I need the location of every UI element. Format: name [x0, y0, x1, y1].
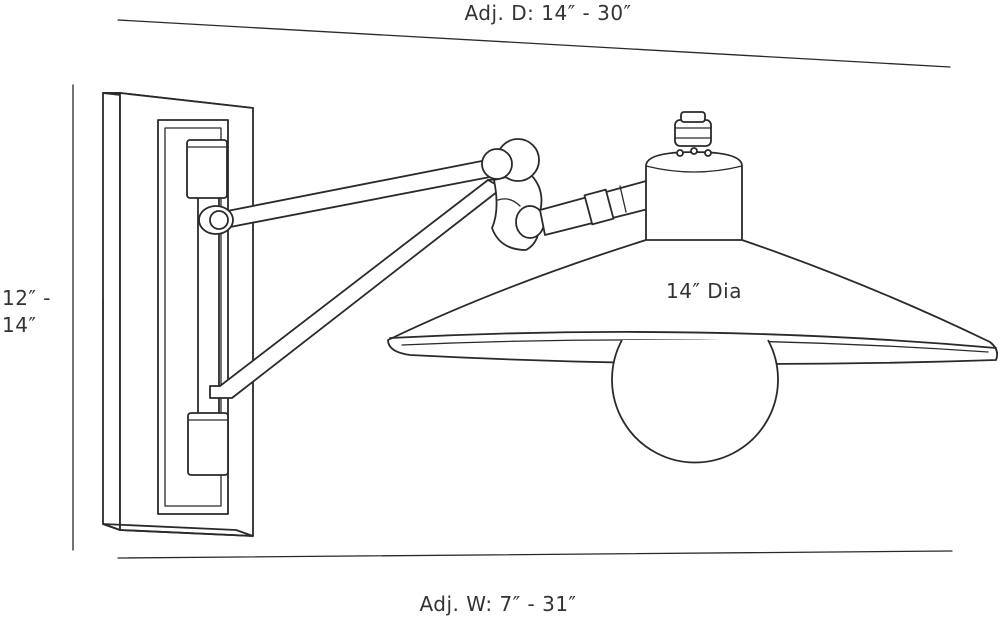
- shade-arm: [539, 179, 653, 236]
- light-bulb: [611, 339, 779, 464]
- back-plate: [102, 92, 254, 537]
- elbow-joint: [481, 138, 545, 251]
- depth-dimension-line: [117, 19, 951, 68]
- shade-diameter-label: 14″ Dia: [666, 279, 742, 303]
- height-dimension-label-line2: 14″: [2, 313, 36, 337]
- switch-knob: [674, 111, 712, 147]
- width-dimension-label: Adj. W: 7″ - 31″: [419, 592, 576, 616]
- shade-collar: [645, 147, 743, 243]
- depth-dimension-label: Adj. D: 14″ - 30″: [464, 1, 631, 25]
- upper-rod-cap: [186, 139, 228, 199]
- upper-swing-arm: [198, 159, 491, 235]
- height-dimension-label-line1: 12″ -: [2, 286, 51, 310]
- lower-rod-cap: [187, 412, 229, 476]
- width-dimension-line: [117, 550, 953, 559]
